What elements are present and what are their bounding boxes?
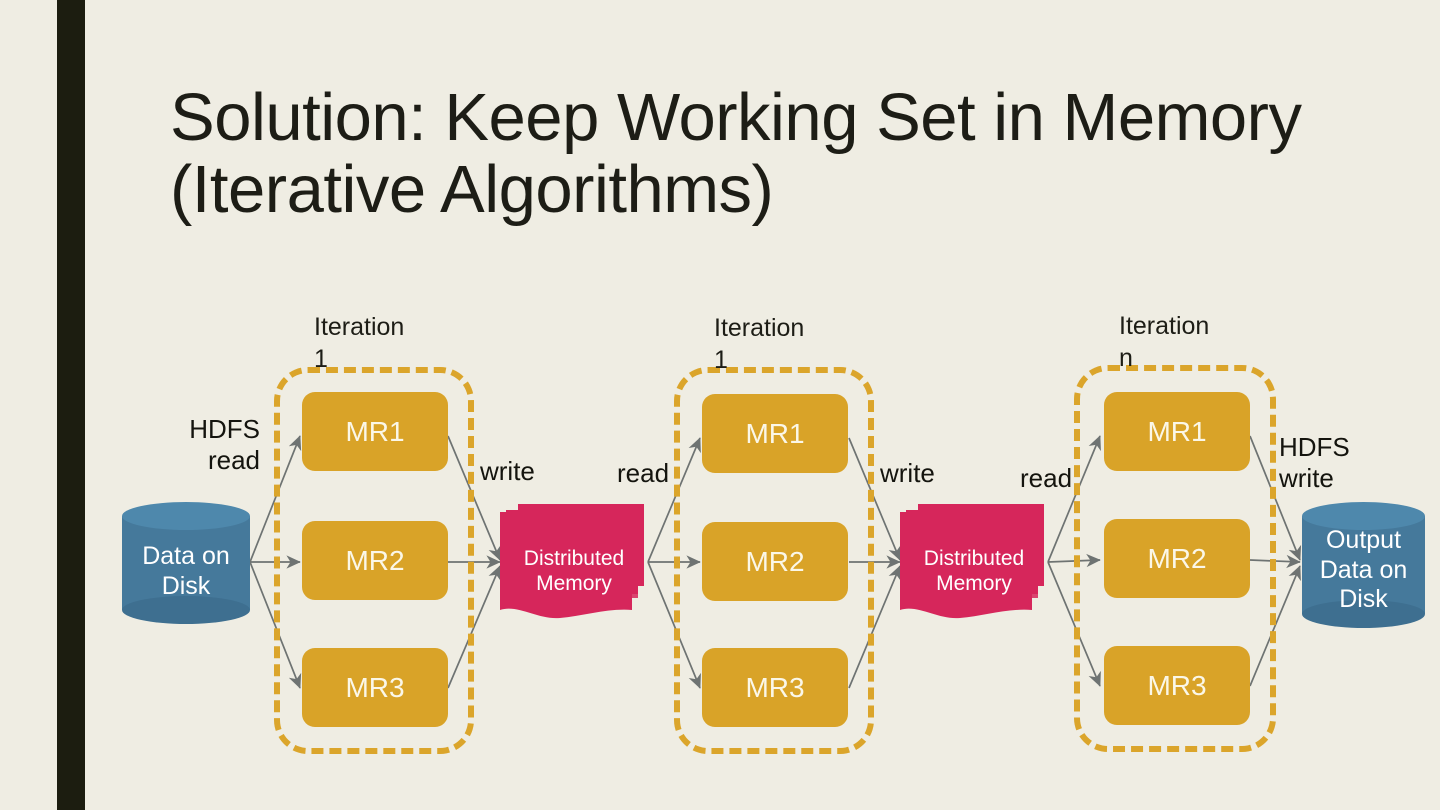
- mr-task-box[interactable]: MR3: [302, 648, 448, 727]
- edge-label-write-2: write: [880, 458, 935, 488]
- input-data-cylinder: Data on Disk: [122, 502, 250, 624]
- iteration-group-3: [1074, 365, 1276, 752]
- mr-task-box[interactable]: MR3: [1104, 646, 1250, 725]
- edge-label-write-1: write: [480, 456, 535, 486]
- edge-label-read-1: read: [617, 458, 670, 488]
- page-title: Solution: Keep Working Set in Memory (It…: [170, 80, 1302, 228]
- distributed-memory-shape: Distributed Memory: [498, 498, 650, 626]
- multi-document-icon: [500, 504, 644, 619]
- input-data-label: Data on Disk: [142, 542, 230, 600]
- iteration-group-3-label: Iteration n: [1119, 312, 1210, 372]
- mr-task-box[interactable]: MR3: [702, 648, 848, 727]
- cylinder-body: [1302, 516, 1425, 614]
- cylinder-bottom: [122, 596, 250, 624]
- mr-task-box[interactable]: MR1: [1104, 392, 1250, 471]
- iteration-group-1-label: Iteration 1: [314, 313, 405, 373]
- edge-label-hdfs-read: HDFS read: [189, 414, 260, 476]
- iteration-group-2: [674, 367, 874, 754]
- distributed-memory-label: Distributed Memory: [523, 547, 625, 596]
- edge-label-hdfs-write: HDFS write: [1279, 432, 1350, 494]
- distributed-memory-label: Distributed Memory: [923, 547, 1025, 596]
- cylinder-top: [122, 502, 250, 530]
- mr-task-box[interactable]: MR2: [1104, 519, 1250, 598]
- output-data-cylinder: Output Data on Disk: [1302, 502, 1425, 628]
- mr-task-box[interactable]: MR1: [302, 392, 448, 471]
- cylinder-bottom: [1302, 600, 1425, 628]
- edge-label-read-2: read: [1020, 463, 1073, 493]
- output-data-label: Output Data on Disk: [1319, 526, 1408, 613]
- cylinder-top: [1302, 502, 1425, 530]
- mr-task-box[interactable]: MR2: [302, 521, 448, 600]
- distributed-memory-shape: Distributed Memory: [898, 498, 1050, 626]
- mr-task-box[interactable]: MR1: [702, 394, 848, 473]
- iteration-group-2-label: Iteration 1: [714, 314, 805, 374]
- left-accent-bar: [57, 0, 85, 810]
- mr-task-box[interactable]: MR2: [702, 522, 848, 601]
- iteration-group-1: [274, 367, 474, 754]
- cylinder-body: [122, 516, 250, 610]
- multi-document-icon: [900, 504, 1044, 619]
